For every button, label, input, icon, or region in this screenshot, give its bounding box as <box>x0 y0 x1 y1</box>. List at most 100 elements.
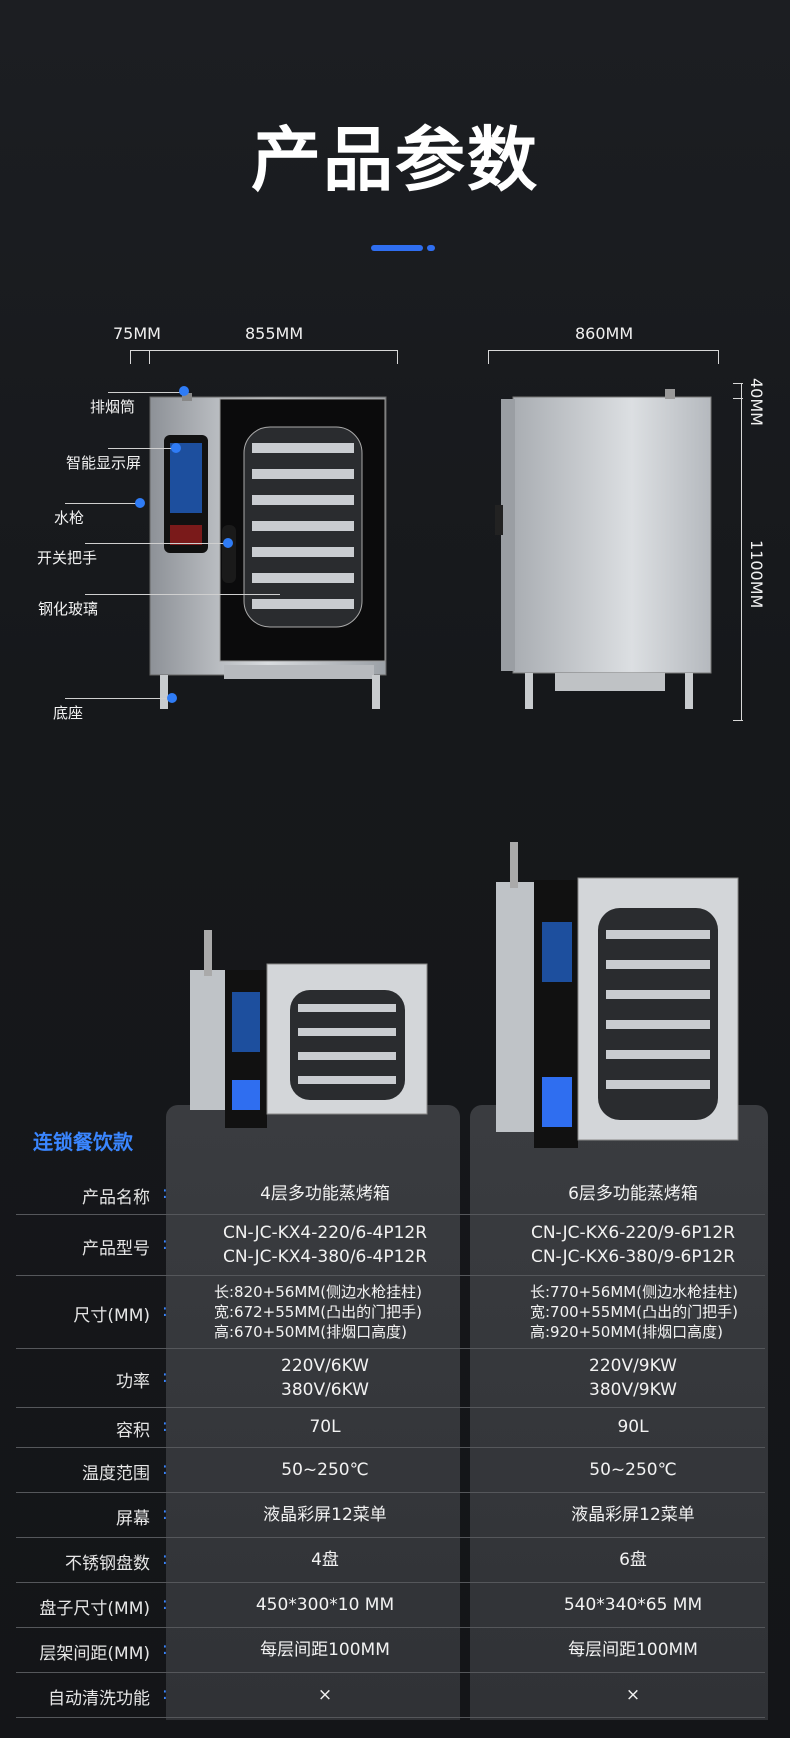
row-label: 自动清洗功能 <box>48 1688 150 1709</box>
row-label: 产品型号 <box>82 1238 150 1259</box>
row-colon: : <box>162 1503 168 1524</box>
cell-4-layer: 长:820+56MM(侧边水枪挂柱)宽:672+55MM(凸出的门把手)高:67… <box>166 1282 484 1342</box>
table-row: 尺寸(MM):长:820+56MM(侧边水枪挂柱)宽:672+55MM(凸出的门… <box>16 1275 765 1349</box>
dim-tick <box>130 350 131 364</box>
row-label: 层架间距(MM) <box>39 1643 150 1664</box>
cell-line: 宽:700+55MM(凸出的门把手) <box>530 1302 738 1321</box>
dim-tick <box>718 350 719 364</box>
cell-6-layer: × <box>484 1683 782 1707</box>
cell-4-layer: 每层间距100MM <box>166 1638 484 1662</box>
cell-line: 70L <box>309 1417 341 1437</box>
cell-6-layer: 6盘 <box>484 1548 782 1572</box>
row-colon: : <box>162 1233 168 1254</box>
dim-front-left: 75MM <box>113 324 161 343</box>
dim-side-depth: 860MM <box>575 324 634 343</box>
cell-4-layer: 50~250℃ <box>166 1458 484 1482</box>
cell-4-layer: 4盘 <box>166 1548 484 1572</box>
cell-6-layer: 液晶彩屏12菜单 <box>484 1503 782 1527</box>
cell-line: × <box>625 1684 641 1705</box>
cell-line: 50~250℃ <box>589 1459 677 1480</box>
dim-tick <box>488 350 489 364</box>
dim-tick <box>149 350 150 364</box>
cell-line: 每层间距100MM <box>568 1639 698 1660</box>
cell-line: 高:670+50MM(排烟口高度) <box>214 1322 407 1341</box>
cell-4-layer: 液晶彩屏12菜单 <box>166 1503 484 1527</box>
cell-line: 长:770+56MM(侧边水枪挂柱) <box>530 1282 738 1301</box>
cell-line: CN-JC-KX4-380/6-4P12R <box>222 1246 428 1267</box>
cell-4-layer: 450*300*10 MM <box>166 1593 484 1617</box>
cell-line: CN-JC-KX4-220/6-4P12R <box>222 1222 428 1243</box>
dim-tick <box>397 350 398 364</box>
dim-side-height: 1100MM <box>747 540 766 609</box>
cell-6-layer: 50~250℃ <box>484 1458 782 1482</box>
cell-line: 380V/9KW <box>589 1379 677 1400</box>
dim-line-vertical <box>741 383 742 721</box>
cell-line: 450*300*10 MM <box>255 1594 395 1615</box>
row-colon: : <box>162 1638 168 1659</box>
callout-line <box>65 698 175 699</box>
cell-line: 540*340*65 MM <box>563 1594 703 1615</box>
product-6-layer-image <box>490 842 750 1162</box>
callout-display: 智能显示屏 <box>66 454 142 472</box>
cell-line: CN-JC-KX6-380/9-6P12R <box>530 1246 736 1267</box>
title-underline <box>371 245 423 251</box>
cell-line: 220V/6KW <box>281 1355 369 1376</box>
callout-line <box>108 392 183 393</box>
column-6-layer-bg <box>470 1105 768 1720</box>
dim-side-top: 40MM <box>747 378 766 426</box>
cell-line: 50~250℃ <box>281 1459 369 1480</box>
cell-6-layer: 6层多功能蒸烤箱 <box>484 1182 782 1206</box>
product-4-layer-image <box>170 920 445 1150</box>
callout-dot <box>179 386 189 396</box>
callout-handle: 开关把手 <box>37 549 98 567</box>
callout-line <box>85 543 225 544</box>
cell-6-layer: 540*340*65 MM <box>484 1593 782 1617</box>
dim-line-front <box>130 350 398 351</box>
cell-line: 液晶彩屏12菜单 <box>263 1504 387 1525</box>
cell-6-layer: 长:770+56MM(侧边水枪挂柱)宽:700+55MM(凸出的门把手)高:92… <box>484 1282 782 1342</box>
row-colon: : <box>162 1683 168 1704</box>
row-label: 容积 <box>116 1421 150 1441</box>
row-label: 盘子尺寸(MM) <box>39 1598 150 1619</box>
cell-line: 220V/9KW <box>589 1355 677 1376</box>
dim-line-side <box>488 350 719 351</box>
cell-line: 6层多功能蒸烤箱 <box>568 1184 698 1204</box>
cell-line: 4层多功能蒸烤箱 <box>260 1184 390 1204</box>
cell-line: 高:920+50MM(排烟口高度) <box>530 1322 723 1341</box>
cell-6-layer: 220V/9KW 380V/9KW <box>484 1354 782 1402</box>
callout-line <box>65 503 140 504</box>
callout-dot <box>171 443 181 453</box>
row-colon: : <box>162 1458 168 1479</box>
cell-4-layer: 4层多功能蒸烤箱 <box>166 1182 484 1206</box>
table-row: 产品型号: CN-JC-KX4-220/6-4P12R CN-JC-KX4-380/… <box>16 1214 765 1276</box>
column-4-layer-bg <box>166 1105 460 1720</box>
cell-6-layer: 90L <box>484 1415 782 1439</box>
row-colon: : <box>162 1300 168 1321</box>
front-oven-image <box>140 385 400 720</box>
cell-4-layer: × <box>166 1683 484 1707</box>
page-title: 产品参数 <box>251 119 539 201</box>
callout-base: 底座 <box>53 704 84 722</box>
cell-line: 6盘 <box>619 1549 647 1570</box>
row-colon: : <box>162 1416 168 1436</box>
cell-6-layer: 每层间距100MM <box>484 1638 782 1662</box>
row-colon: : <box>162 1183 168 1203</box>
cell-line: 长:820+56MM(侧边水枪挂柱) <box>214 1282 422 1301</box>
cell-4-layer: CN-JC-KX4-220/6-4P12R CN-JC-KX4-380/6-4P1… <box>166 1221 484 1269</box>
cell-line: × <box>317 1684 333 1705</box>
table-row: 屏幕:液晶彩屏12菜单液晶彩屏12菜单 <box>16 1492 765 1538</box>
table-row: 容积: 70L 90L <box>16 1407 765 1448</box>
title-underline-dot <box>427 245 435 251</box>
cell-line: 宽:672+55MM(凸出的门把手) <box>214 1302 422 1321</box>
callout-dot <box>223 538 233 548</box>
row-label: 功率 <box>116 1371 150 1392</box>
table-row: 自动清洗功能: × × <box>16 1672 765 1718</box>
cell-line: 90L <box>617 1417 649 1437</box>
callout-dot <box>167 693 177 703</box>
row-label: 不锈钢盘数 <box>65 1553 150 1574</box>
cell-line: 4盘 <box>311 1549 339 1570</box>
